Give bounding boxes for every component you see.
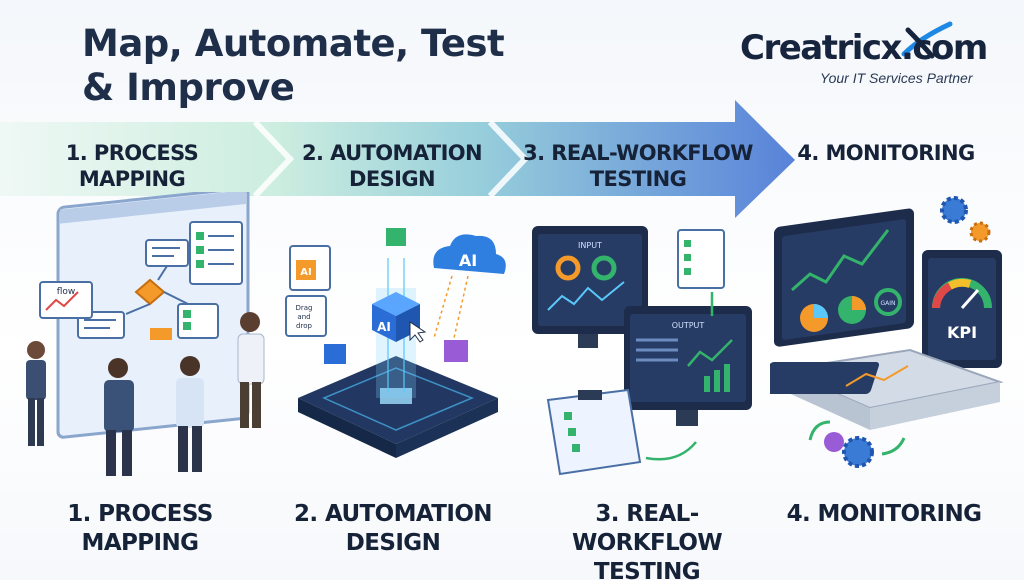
kpi-label: KPI	[947, 323, 977, 342]
step-2-bottom-line1: 2. AUTOMATION	[294, 501, 493, 527]
chevron-divider-1	[252, 119, 295, 199]
step-2-top-line1: 2. AUTOMATION	[301, 141, 483, 165]
step-4-top-label: 4. MONITORING	[786, 140, 986, 166]
drag-text-1: Drag	[295, 304, 312, 312]
step-3-top-line2: TESTING	[589, 167, 687, 191]
ai-cube-label: AI	[377, 320, 391, 334]
brand-tagline: Your IT Services Partner	[820, 70, 973, 86]
step-4-bottom-line1: 4. MONITORING	[786, 501, 982, 527]
brand-name: Creatricx.com	[740, 28, 988, 68]
title-line-1: Map, Automate, Test	[82, 22, 505, 65]
output-label: OUTPUT	[672, 321, 705, 330]
step-1-bottom-line1: 1. PROCESS	[67, 501, 213, 527]
step-2-bottom-line2: DESIGN	[345, 530, 441, 556]
step-4-bottom-label: 4. MONITORING	[784, 500, 984, 529]
title-line-2: & Improve	[82, 66, 295, 109]
step-1-bottom-label: 1. PROCESS MAPPING	[30, 500, 250, 558]
brand-logo: Creatricx.com Your IT Services Partner	[740, 21, 1000, 98]
step-1-bottom-line2: MAPPING	[81, 530, 199, 556]
step-1-top-label: 1. PROCESS MAPPING	[32, 140, 232, 192]
step-1-top-line1: 1. PROCESS	[65, 141, 199, 165]
flow-note-text: flow	[57, 287, 76, 297]
step-1-top-line2: MAPPING	[78, 167, 186, 191]
ai-small-label: AI	[300, 267, 311, 278]
input-label: INPUT	[578, 241, 602, 250]
kpi-dashboard-icon: GAIN KPI	[770, 190, 1010, 480]
process-mapping-board-icon: flow	[18, 192, 273, 482]
chevron-divider-2	[487, 119, 530, 199]
step-3-top-label: 3. REAL-WORKFLOW TESTING	[518, 140, 758, 192]
step-3-bottom-label: 3. REAL-WORKFLOW TESTING	[522, 500, 772, 580]
step-2-bottom-label: 2. AUTOMATION DESIGN	[278, 500, 508, 558]
gain-label: GAIN	[880, 300, 895, 307]
drag-text-2: and	[297, 313, 310, 321]
step-2-top-line2: DESIGN	[349, 167, 436, 191]
arrow-shape	[0, 100, 795, 218]
ai-automation-cube-icon: AI AI Drag and drop AI	[284, 218, 514, 468]
cursor-icon	[409, 321, 427, 343]
process-arrow-banner	[0, 100, 795, 218]
step-4-top-line1: 4. MONITORING	[797, 141, 975, 165]
logo-swoosh-icon	[901, 21, 953, 59]
step-3-bottom-line2: TESTING	[593, 559, 701, 580]
step-3-bottom-line1: 3. REAL-WORKFLOW	[571, 501, 723, 556]
page-title: Map, Automate, Test & Improve	[82, 22, 542, 110]
step-3-top-line1: 3. REAL-WORKFLOW	[523, 141, 753, 165]
testing-monitors-icon: INPUT OUTPUT	[528, 216, 758, 484]
step-2-top-label: 2. AUTOMATION DESIGN	[282, 140, 502, 192]
ai-cloud-label: AI	[459, 251, 477, 270]
drag-text-3: drop	[296, 322, 312, 330]
